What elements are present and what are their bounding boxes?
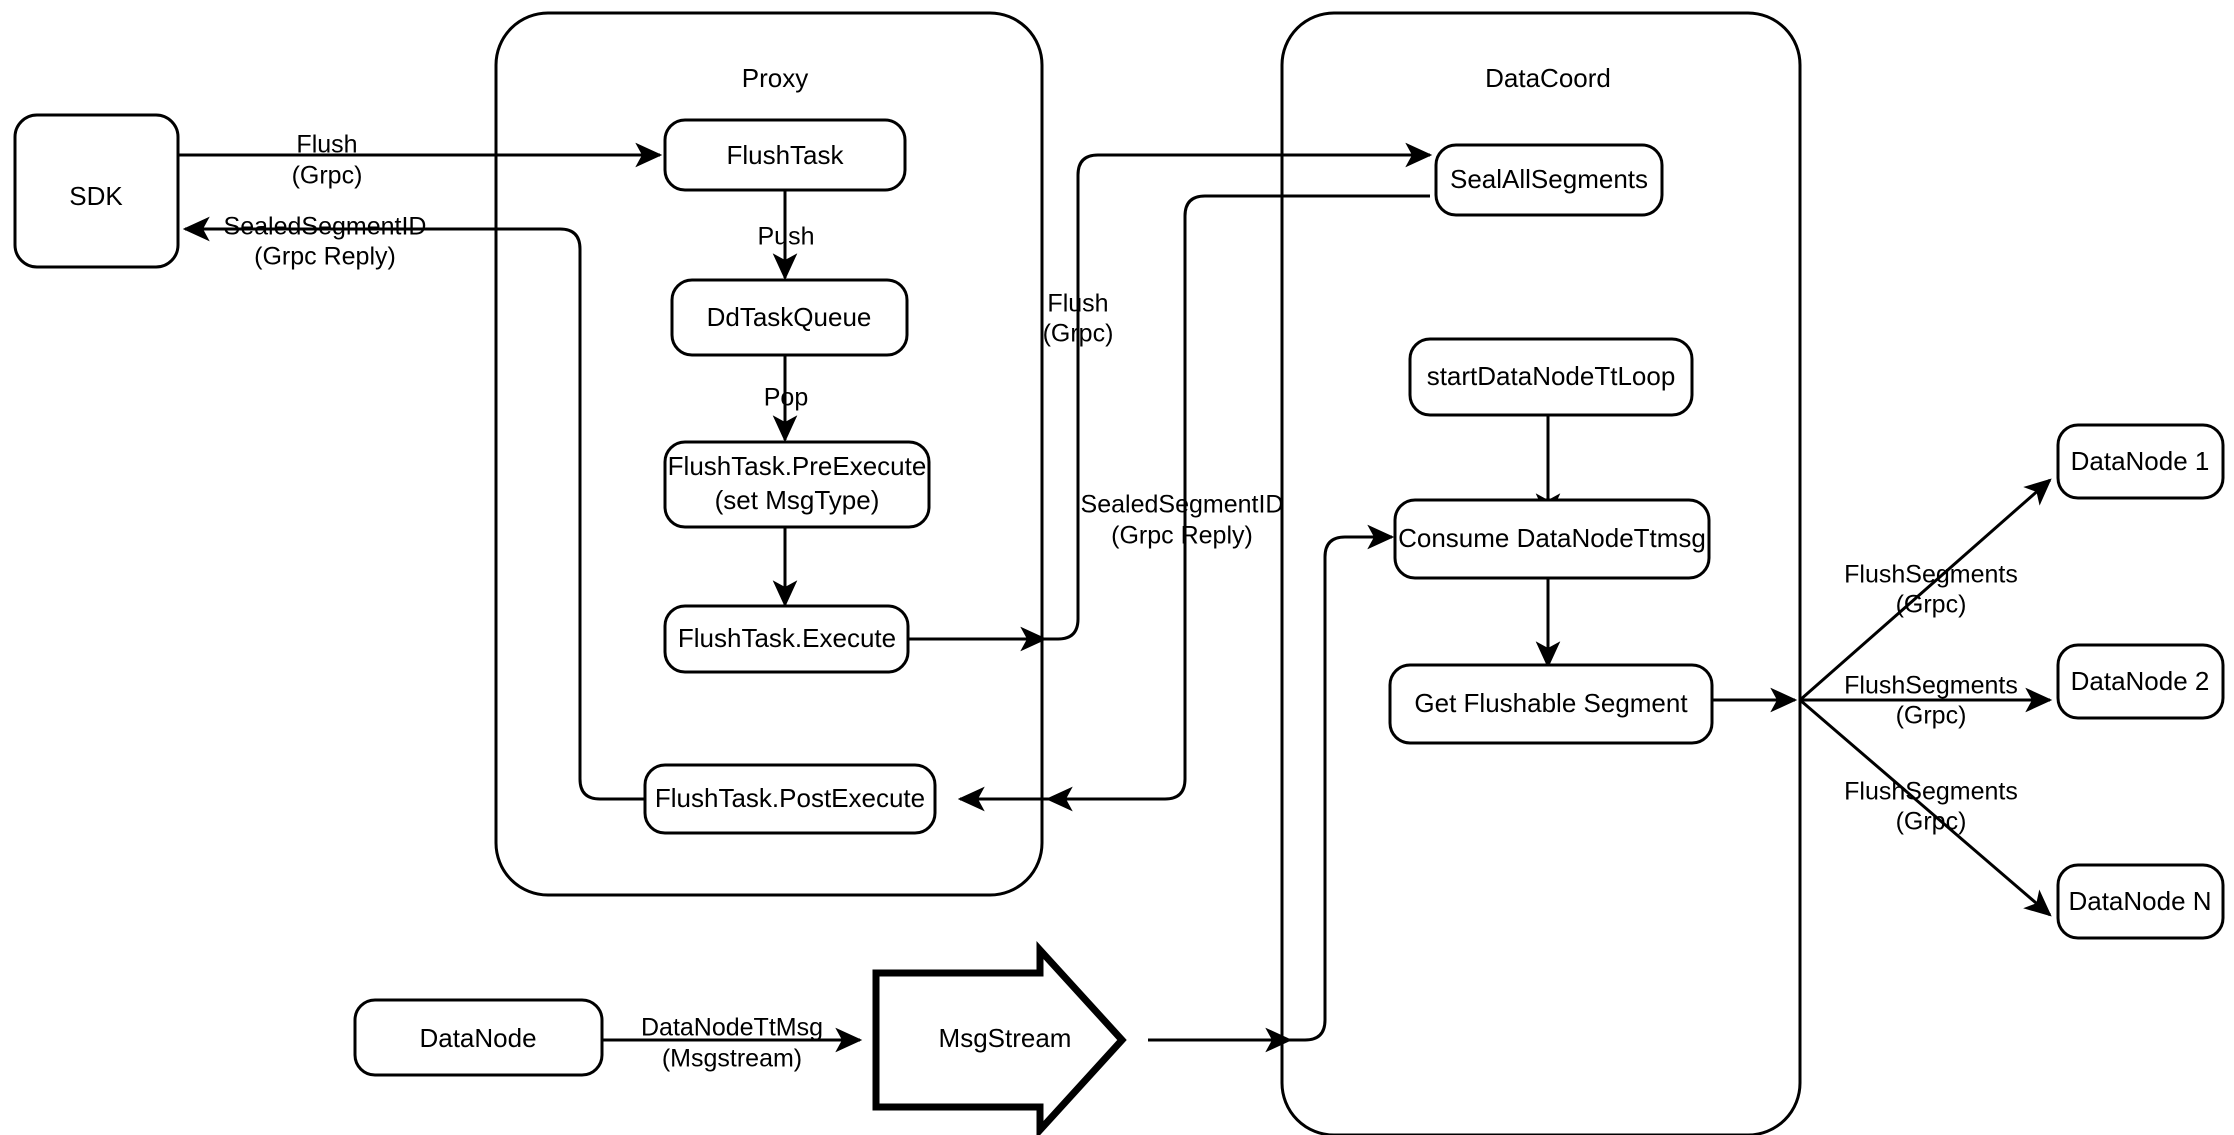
container-proxy: Proxy xyxy=(494,11,1044,897)
datanode-bottom-label: DataNode xyxy=(419,1023,536,1053)
ttmsg-label-line1: DataNodeTtMsg xyxy=(641,1014,823,1042)
ttmsg-label-line2: (Msgstream) xyxy=(662,1045,802,1073)
node-execute[interactable]: FlushTask.Execute xyxy=(663,604,910,674)
node-dd-task-queue[interactable]: DdTaskQueue xyxy=(670,278,909,357)
flushsegmentsn-label-line2: (Grpc) xyxy=(1896,808,1967,836)
datanoden-label: DataNode N xyxy=(2068,886,2211,916)
datanode2-box[interactable] xyxy=(2056,643,2225,720)
pop-label: Pop xyxy=(764,384,808,412)
sdk-box[interactable] xyxy=(13,113,180,269)
edge-label-proxy-flush: Flush (Grpc) xyxy=(1043,290,1114,348)
edge-label-ttmsg: DataNodeTtMsg (Msgstream) xyxy=(641,1014,823,1073)
edge-postexecute-to-reply xyxy=(497,227,645,801)
edge-label-sdk-reply: SealedSegmentID (Grpc Reply) xyxy=(224,213,427,271)
flushtask-label: FlushTask xyxy=(726,140,844,170)
sdk-reply-label-line1: SealedSegmentID xyxy=(224,213,427,241)
flushsegments2-label-line2: (Grpc) xyxy=(1896,702,1967,730)
postexecute-box[interactable] xyxy=(643,763,937,835)
push-label: Push xyxy=(758,223,815,251)
consumedatanodettmsg-box[interactable] xyxy=(1393,498,1711,580)
container-datacoord: DataCoord xyxy=(1280,11,1802,1135)
preexecute-box[interactable] xyxy=(663,440,931,529)
datanode1-label: DataNode 1 xyxy=(2071,446,2210,476)
sdk-flush-label-line1: Flush xyxy=(296,131,357,159)
proxy-container-outline xyxy=(494,11,1044,897)
sdk-label: SDK xyxy=(69,181,123,211)
sealallsegments-box[interactable] xyxy=(1434,143,1664,217)
edge-label-flushsegments-2: FlushSegments (Grpc) xyxy=(1844,672,2018,730)
edge-sealallsegments-reply-to-postexecute xyxy=(957,194,1430,812)
edge-label-proxy-reply: SealedSegmentID (Grpc Reply) xyxy=(1081,491,1284,550)
datanode2-label: DataNode 2 xyxy=(2071,666,2210,696)
startdatanodettloop-label: startDataNodeTtLoop xyxy=(1427,361,1676,391)
edge-junction-to-datanode1 xyxy=(1799,478,2052,702)
node-msgstream[interactable]: MsgStream xyxy=(872,940,1127,1135)
ddtaskqueue-box[interactable] xyxy=(670,278,909,357)
edge-junction-to-datanoden xyxy=(1799,698,2052,917)
edge-label-flushsegments-1: FlushSegments (Grpc) xyxy=(1844,561,2018,619)
edge-label-flushsegments-n: FlushSegments (Grpc) xyxy=(1844,778,2018,836)
proxy-flush-label-line2: (Grpc) xyxy=(1043,320,1114,348)
node-flush-task[interactable]: FlushTask xyxy=(663,118,907,192)
flushtask-box[interactable] xyxy=(663,118,907,192)
getflushablesegment-label: Get Flushable Segment xyxy=(1414,688,1688,718)
proxy-container-label: Proxy xyxy=(742,63,808,93)
ddtaskqueue-label: DdTaskQueue xyxy=(707,302,872,332)
node-post-execute[interactable]: FlushTask.PostExecute xyxy=(643,763,937,835)
node-consume-tt-msg[interactable]: Consume DataNodeTtmsg xyxy=(1393,498,1711,580)
node-datanode-bottom[interactable]: DataNode xyxy=(353,998,604,1077)
edge-msgstream-to-consume xyxy=(1148,524,1395,1042)
node-get-flushable[interactable]: Get Flushable Segment xyxy=(1388,663,1714,745)
flushsegmentsn-label-line1: FlushSegments xyxy=(1844,778,2018,806)
flushsegments2-label-line1: FlushSegments xyxy=(1844,672,2018,700)
datanoden-box[interactable] xyxy=(2056,863,2225,940)
edge-label-sdk-flush: Flush (Grpc) xyxy=(292,131,363,190)
datacoord-container-outline xyxy=(1280,11,1802,1135)
msgstream-arrow-shape[interactable] xyxy=(872,940,1127,1135)
datanode1-box[interactable] xyxy=(2056,423,2225,500)
sdk-flush-label-line2: (Grpc) xyxy=(292,162,363,190)
execute-box[interactable] xyxy=(663,604,910,674)
flushsegments1-label-line1: FlushSegments xyxy=(1844,561,2018,589)
postexecute-label: FlushTask.PostExecute xyxy=(655,783,925,813)
datanode-bottom-box[interactable] xyxy=(353,998,604,1077)
sealallsegments-label: SealAllSegments xyxy=(1450,164,1648,194)
node-seal-all-segments[interactable]: SealAllSegments xyxy=(1434,143,1664,217)
sdk-reply-label-line2: (Grpc Reply) xyxy=(254,243,396,271)
node-sdk[interactable]: SDK xyxy=(13,113,180,269)
node-datanode-1[interactable]: DataNode 1 xyxy=(2056,423,2225,500)
preexecute-label-line1: FlushTask.PreExecute xyxy=(668,451,927,481)
node-start-tt-loop[interactable]: startDataNodeTtLoop xyxy=(1408,337,1694,417)
getflushablesegment-box[interactable] xyxy=(1388,663,1714,745)
proxy-reply-label-line2: (Grpc Reply) xyxy=(1111,522,1253,550)
preexecute-label-line2: (set MsgType) xyxy=(715,485,880,515)
consumedatanodettmsg-label: Consume DataNodeTtmsg xyxy=(1398,523,1706,553)
startdatanodettloop-box[interactable] xyxy=(1408,337,1694,417)
flushsegments1-label-line2: (Grpc) xyxy=(1896,591,1967,619)
msgstream-label: MsgStream xyxy=(939,1023,1072,1053)
node-pre-execute[interactable]: FlushTask.PreExecute (set MsgType) xyxy=(663,440,931,529)
proxy-flush-label-line1: Flush xyxy=(1047,290,1108,318)
proxy-reply-label-line1: SealedSegmentID xyxy=(1081,491,1284,519)
execute-label: FlushTask.Execute xyxy=(678,623,896,653)
edge-execute-to-sealallsegments xyxy=(906,142,1433,641)
datacoord-container-label: DataCoord xyxy=(1485,63,1611,93)
node-datanode-2[interactable]: DataNode 2 xyxy=(2056,643,2225,720)
node-datanode-n[interactable]: DataNode N xyxy=(2056,863,2225,940)
